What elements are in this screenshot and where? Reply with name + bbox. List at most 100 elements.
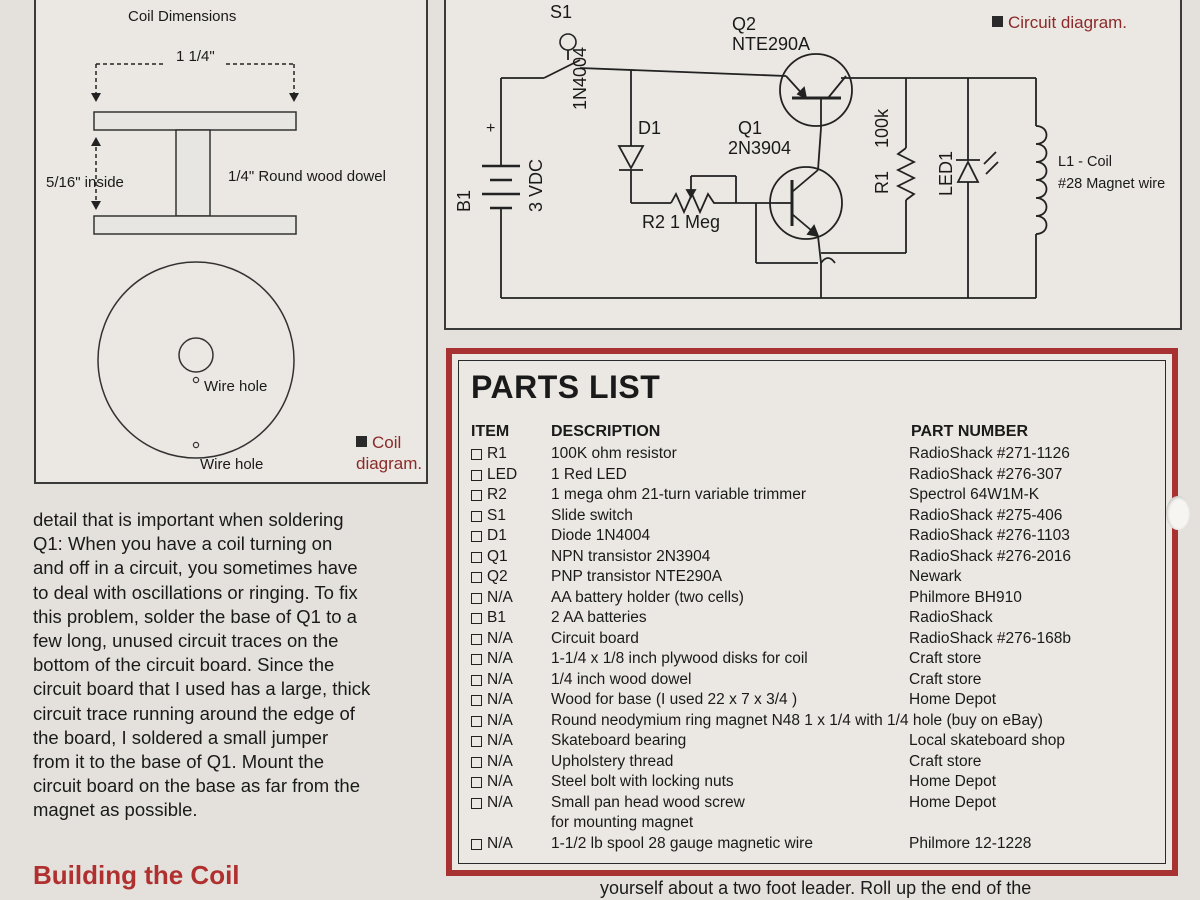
part-number-cell: Home Depot [909,691,997,708]
table-row: N/A Round neodymium ring magnet N48 1 x 1… [459,712,1165,732]
battery-plus-label: + [486,120,496,137]
item-cell: N/A [487,629,513,647]
checkbox-icon [471,797,482,809]
caption-square-icon [992,16,1003,27]
description-cell: Round neodymium ring magnet N48 1 x 1/4 … [551,711,1043,729]
part-number-cell: RadioShack [909,609,993,626]
circuit-diagram-panel: S1 Q2 NTE290A Q1 2N3904 1N4004 D1 + B1 3… [444,0,1182,330]
checkbox-icon [471,838,482,850]
description-cell: for mounting magnet [551,814,694,831]
item-cell: N/A [487,711,513,729]
r1-label: R1 [872,170,892,194]
part-number-cell: RadioShack #275-406 [909,506,1063,524]
item-cell: B1 [487,609,506,626]
circuit-diagram-caption: Circuit diagram. [992,12,1127,33]
circuit-schematic [482,33,1048,299]
description-cell: 100K ohm resistor [551,445,677,462]
item-cell: N/A [487,834,513,852]
checkbox-icon [471,531,482,542]
checkbox-icon [471,777,482,788]
dowel-label: 1/4" Round wood dowel [228,168,386,185]
checkbox-icon [471,756,482,768]
checkbox-icon [471,736,482,747]
item-cell: LED [487,465,518,483]
checkbox-icon [471,674,482,686]
item-cell: N/A [487,773,513,790]
article-line: this problem, solder the base of Q1 to a [33,605,357,627]
article-line: magnet as possible. [33,799,198,821]
description-cell: Wood for base (I used 22 x 7 x 3/4 ) [551,691,798,708]
q2-part-label: NTE290A [732,34,811,54]
d1-label: D1 [638,118,662,138]
article-line: bottom of the circuit board. Since the [33,654,335,676]
checkbox-icon [471,510,482,522]
part-number-cell: Spectrol 64W1M-K [909,486,1040,503]
item-cell: Q2 [487,568,508,585]
description-cell: Slide switch [551,506,633,524]
table-row: N/A 1-1/4 x 1/8 inch plywood disks for co… [459,650,1165,670]
header-description: DESCRIPTION [551,423,661,440]
article-body: detail that is important when soldering … [33,508,433,823]
coil-diagram-panel: Coil Dimensions 1 1/4" 5/16" inside 1/4"… [34,0,428,484]
part-number-cell: Philmore BH910 [909,588,1022,606]
item-cell: N/A [487,732,513,749]
description-cell: PNP transistor NTE290A [551,568,723,585]
item-cell: N/A [487,670,513,688]
table-row: N/A 1-1/2 lb spool 28 gauge magnetic wire… [459,835,1165,855]
article-line: the board, I soldered a small jumper [33,726,329,748]
wire-hole-edge-label: Wire hole [200,456,264,473]
article-line: few long, unused circuit traces on the [33,630,339,652]
header-item: ITEM [471,423,510,440]
article-line: circuit trace running around the edge of [33,702,355,724]
article-line: to deal with oscillations or ringing. To… [33,581,358,603]
item-cell: N/A [487,650,513,667]
q2-label: Q2 [732,14,757,34]
wire-hole-center-label: Wire hole [204,378,268,395]
description-cell: NPN transistor 2N3904 [551,547,711,565]
description-cell: 2 AA batteries [551,609,647,626]
part-number-cell: Philmore 12-1228 [909,834,1032,852]
coil-dimensions-title: Coil Dimensions [128,8,237,25]
description-cell: 1 Red LED [551,465,627,483]
description-cell: 1-1/2 lb spool 28 gauge magnetic wire [551,834,813,852]
l1-wire-label: #28 Magnet wire [1058,176,1166,192]
description-cell: Small pan head wood screw [551,793,745,811]
q1-label: Q1 [738,118,763,138]
item-cell: N/A [487,793,513,811]
item-cell: R2 [487,486,507,503]
section-heading: Building the Coil [33,860,240,890]
r1-value-label: 100k [872,108,892,148]
checkbox-icon [471,490,482,501]
checkbox-icon [471,551,482,563]
part-number-cell: RadioShack #276-2016 [909,547,1072,565]
checkbox-icon [471,613,482,624]
table-row: for mounting magnet [459,814,1165,834]
part-number-cell: Craft store [909,650,982,667]
checkbox-icon [471,695,482,706]
checkbox-icon [471,572,482,583]
checkbox-icon [471,654,482,665]
header-part-number: PART NUMBER [911,423,1029,440]
part-number-cell: Home Depot [909,773,997,790]
item-cell: R1 [487,445,507,462]
item-cell: D1 [487,527,507,544]
l1-label: L1 - Coil [1058,154,1112,170]
checkbox-icon [471,715,482,727]
part-number-cell: Craft store [909,670,982,688]
article-line: Q1: When you have a coil turning on [33,533,333,555]
description-cell: 1-1/4 x 1/8 inch plywood disks for coil [551,650,808,667]
coil-width-label: 1 1/4" [176,48,215,65]
checkbox-icon [471,449,482,460]
description-cell: Upholstery thread [551,752,674,770]
coil-diagram-drawing [91,63,299,459]
description-cell: Skateboard bearing [551,732,687,749]
